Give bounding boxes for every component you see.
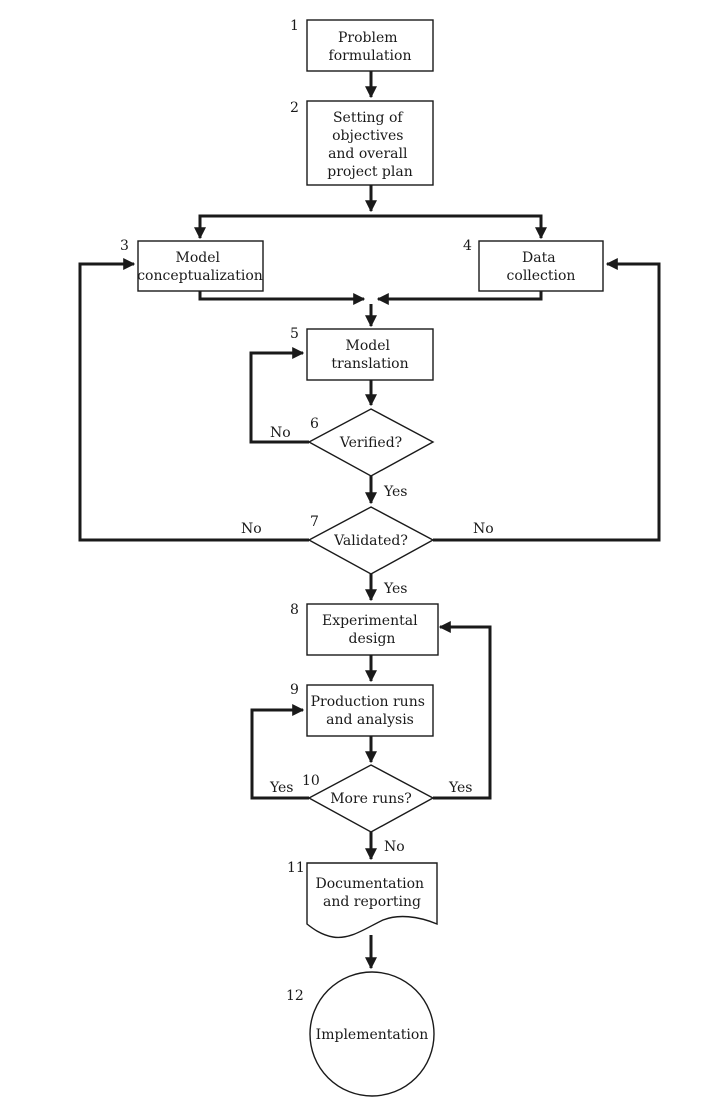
node-4-number: 4 <box>463 238 472 254</box>
node-9: 9 Production runs and analysis <box>290 682 434 737</box>
node-6-label: Verified? <box>339 435 402 451</box>
node-8: 8 Experimental design <box>290 602 439 656</box>
node-12-circle <box>309 971 435 1097</box>
node-10: 10 More runs? <box>302 764 435 833</box>
node-4-box <box>478 240 604 292</box>
node-3: 3 Model conceptualization <box>120 238 264 292</box>
node-7-number: 7 <box>310 514 319 530</box>
node-5-box <box>306 328 434 381</box>
node-1-number: 1 <box>290 18 299 34</box>
node-12-label: Implementation <box>316 1027 429 1043</box>
node-1-label: Problem formulation <box>329 30 412 64</box>
node-11-document <box>306 862 438 939</box>
edge-label-validated-no-right: No <box>473 521 494 537</box>
node-3-number: 3 <box>120 238 129 254</box>
edge-label-validated-yes: Yes <box>383 581 408 597</box>
node-2-number: 2 <box>290 100 299 116</box>
edge-label-verified-no: No <box>270 425 291 441</box>
node-11-number: 11 <box>287 860 305 876</box>
arrow-10-yes-to-8 <box>433 621 492 800</box>
node-9-number: 9 <box>290 682 299 698</box>
node-1-box <box>306 19 434 72</box>
node-7-label: Validated? <box>333 533 408 549</box>
arrow-split-to-4 <box>371 214 547 240</box>
node-10-diamond <box>307 764 435 833</box>
edge-labels: No Yes No No Yes Yes Yes No <box>241 425 494 855</box>
node-12-number: 12 <box>286 988 304 1004</box>
node-11: 11 Documentation and reporting <box>287 860 438 939</box>
node-8-box <box>306 603 439 656</box>
node-8-label: Experimental design <box>322 613 422 647</box>
node-2-label: Setting of objectives and overall projec… <box>327 110 412 180</box>
node-6-number: 6 <box>310 416 319 432</box>
edge-label-validated-no-left: No <box>241 521 262 537</box>
arrow-4-to-merge <box>376 291 543 305</box>
edge-label-more-runs-yes-right: Yes <box>448 780 473 796</box>
node-1: 1 Problem formulation <box>290 18 434 72</box>
node-8-number: 8 <box>290 602 299 618</box>
edge-label-more-runs-no: No <box>384 839 405 855</box>
node-6: 6 Verified? <box>307 408 435 477</box>
node-9-box <box>306 684 434 737</box>
arrow-split-to-3 <box>194 214 371 240</box>
arrow-6-no-to-5 <box>249 347 309 444</box>
node-5-number: 5 <box>290 326 299 342</box>
node-2: 2 Setting of objectives and overall proj… <box>290 100 434 186</box>
node-3-box <box>137 240 264 292</box>
node-11-label: Documentation and reporting <box>315 876 428 910</box>
connectors <box>78 71 661 970</box>
edge-label-more-runs-yes-left: Yes <box>269 780 294 796</box>
node-3-label: Model conceptualization <box>137 250 263 284</box>
arrow-7-no-to-4 <box>433 258 661 542</box>
node-6-diamond <box>307 408 435 477</box>
node-9-label: Production runs and analysis <box>311 694 430 728</box>
edge-label-verified-yes: Yes <box>383 484 408 500</box>
arrow-7-no-to-3 <box>78 258 309 542</box>
node-2-box <box>306 100 434 186</box>
node-10-number: 10 <box>302 773 320 789</box>
node-5-label: Model translation <box>331 338 408 372</box>
node-10-label: More runs? <box>330 791 412 807</box>
arrow-3-to-merge <box>198 291 366 305</box>
node-5: 5 Model translation <box>290 326 434 381</box>
node-7-diamond <box>307 506 435 575</box>
node-7: 7 Validated? <box>307 506 435 575</box>
node-4: 4 Data collection <box>463 238 604 292</box>
node-4-label: Data collection <box>507 250 576 284</box>
arrow-10-yes-to-9 <box>250 704 309 800</box>
node-12: 12 Implementation <box>286 971 435 1097</box>
